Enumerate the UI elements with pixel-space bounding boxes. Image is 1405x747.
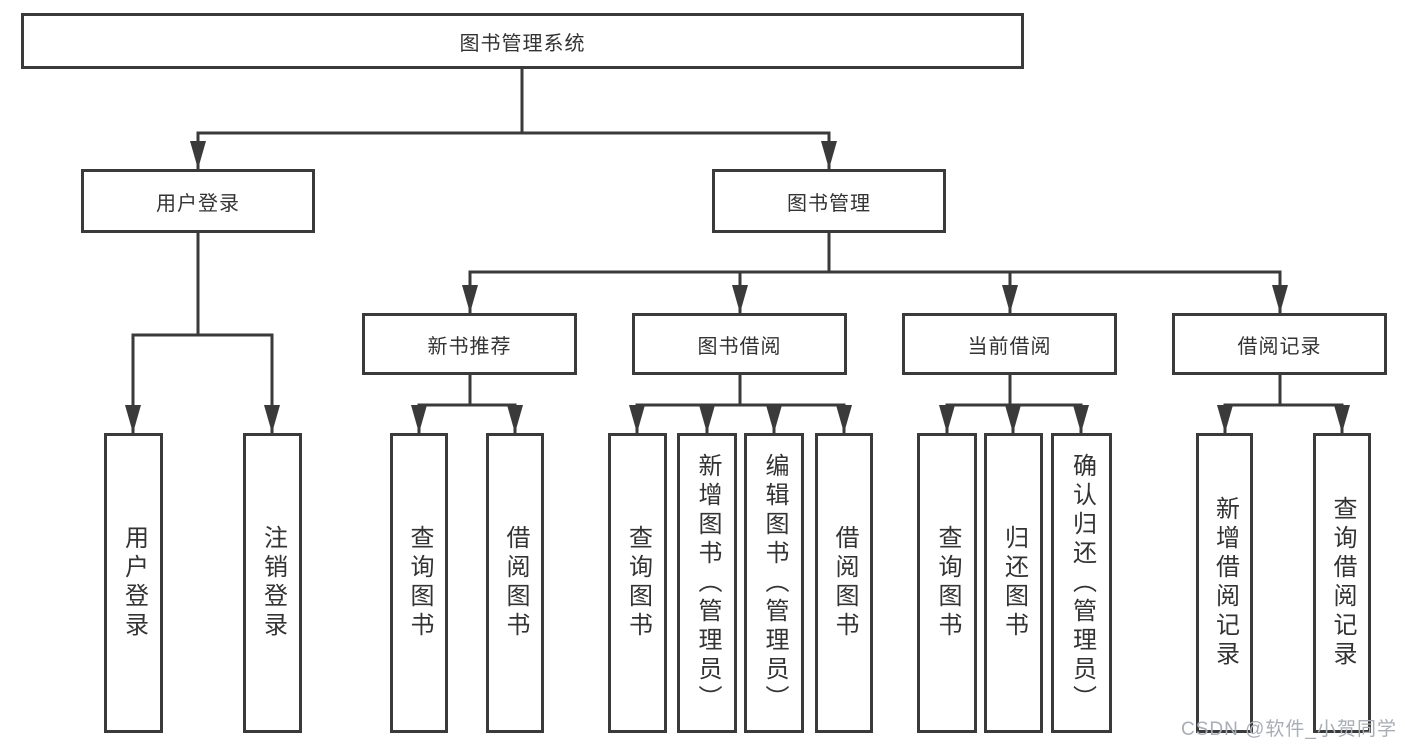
leaf-query-borrow-record: 查询借阅记录 (1313, 433, 1371, 733)
leaf-return-book: 归还图书 (984, 433, 1043, 733)
node-current-borrow-label: 当前借阅 (967, 335, 1052, 358)
node-user-login: 用户登录 (81, 169, 315, 233)
node-new-book-recommend: 新书推荐 (362, 313, 577, 375)
node-book-borrow-label: 图书借阅 (697, 335, 782, 358)
leaf-user-login: 用户登录 (104, 433, 163, 733)
csdn-watermark: CSDN @软件_小贺同学 (1181, 719, 1397, 740)
node-book-management-label: 图书管理 (787, 192, 871, 215)
leaf-query-books-borrow: 查询图书 (608, 433, 667, 733)
leaf-borrow-books-recommend: 借阅图书 (486, 433, 544, 733)
node-current-borrow: 当前借阅 (902, 313, 1117, 375)
connector-lines (131, 69, 1344, 433)
leaf-confirm-return-admin: 确认归还（管理员） (1051, 433, 1112, 733)
node-borrow-records: 借阅记录 (1172, 313, 1387, 375)
leaf-query-books-recommend: 查询图书 (390, 433, 448, 733)
node-user-login-label: 用户登录 (156, 192, 240, 215)
leaf-borrow-books: 借阅图书 (815, 433, 873, 733)
node-root: 图书管理系统 (21, 13, 1024, 69)
arrowhead-icons (125, 141, 1350, 433)
node-new-book-recommend-label: 新书推荐 (427, 335, 512, 358)
node-borrow-records-label: 借阅记录 (1237, 335, 1322, 358)
leaf-query-books-current: 查询图书 (917, 433, 977, 733)
leaf-add-borrow-record: 新增借阅记录 (1196, 433, 1253, 733)
leaf-add-book-admin: 新增图书（管理员） (677, 433, 737, 733)
node-root-label: 图书管理系统 (459, 32, 586, 55)
node-book-management: 图书管理 (712, 169, 946, 233)
leaf-edit-book-admin: 编辑图书（管理员） (744, 433, 804, 733)
leaf-logout: 注销登录 (243, 433, 302, 733)
node-book-borrow: 图书借阅 (632, 313, 847, 375)
